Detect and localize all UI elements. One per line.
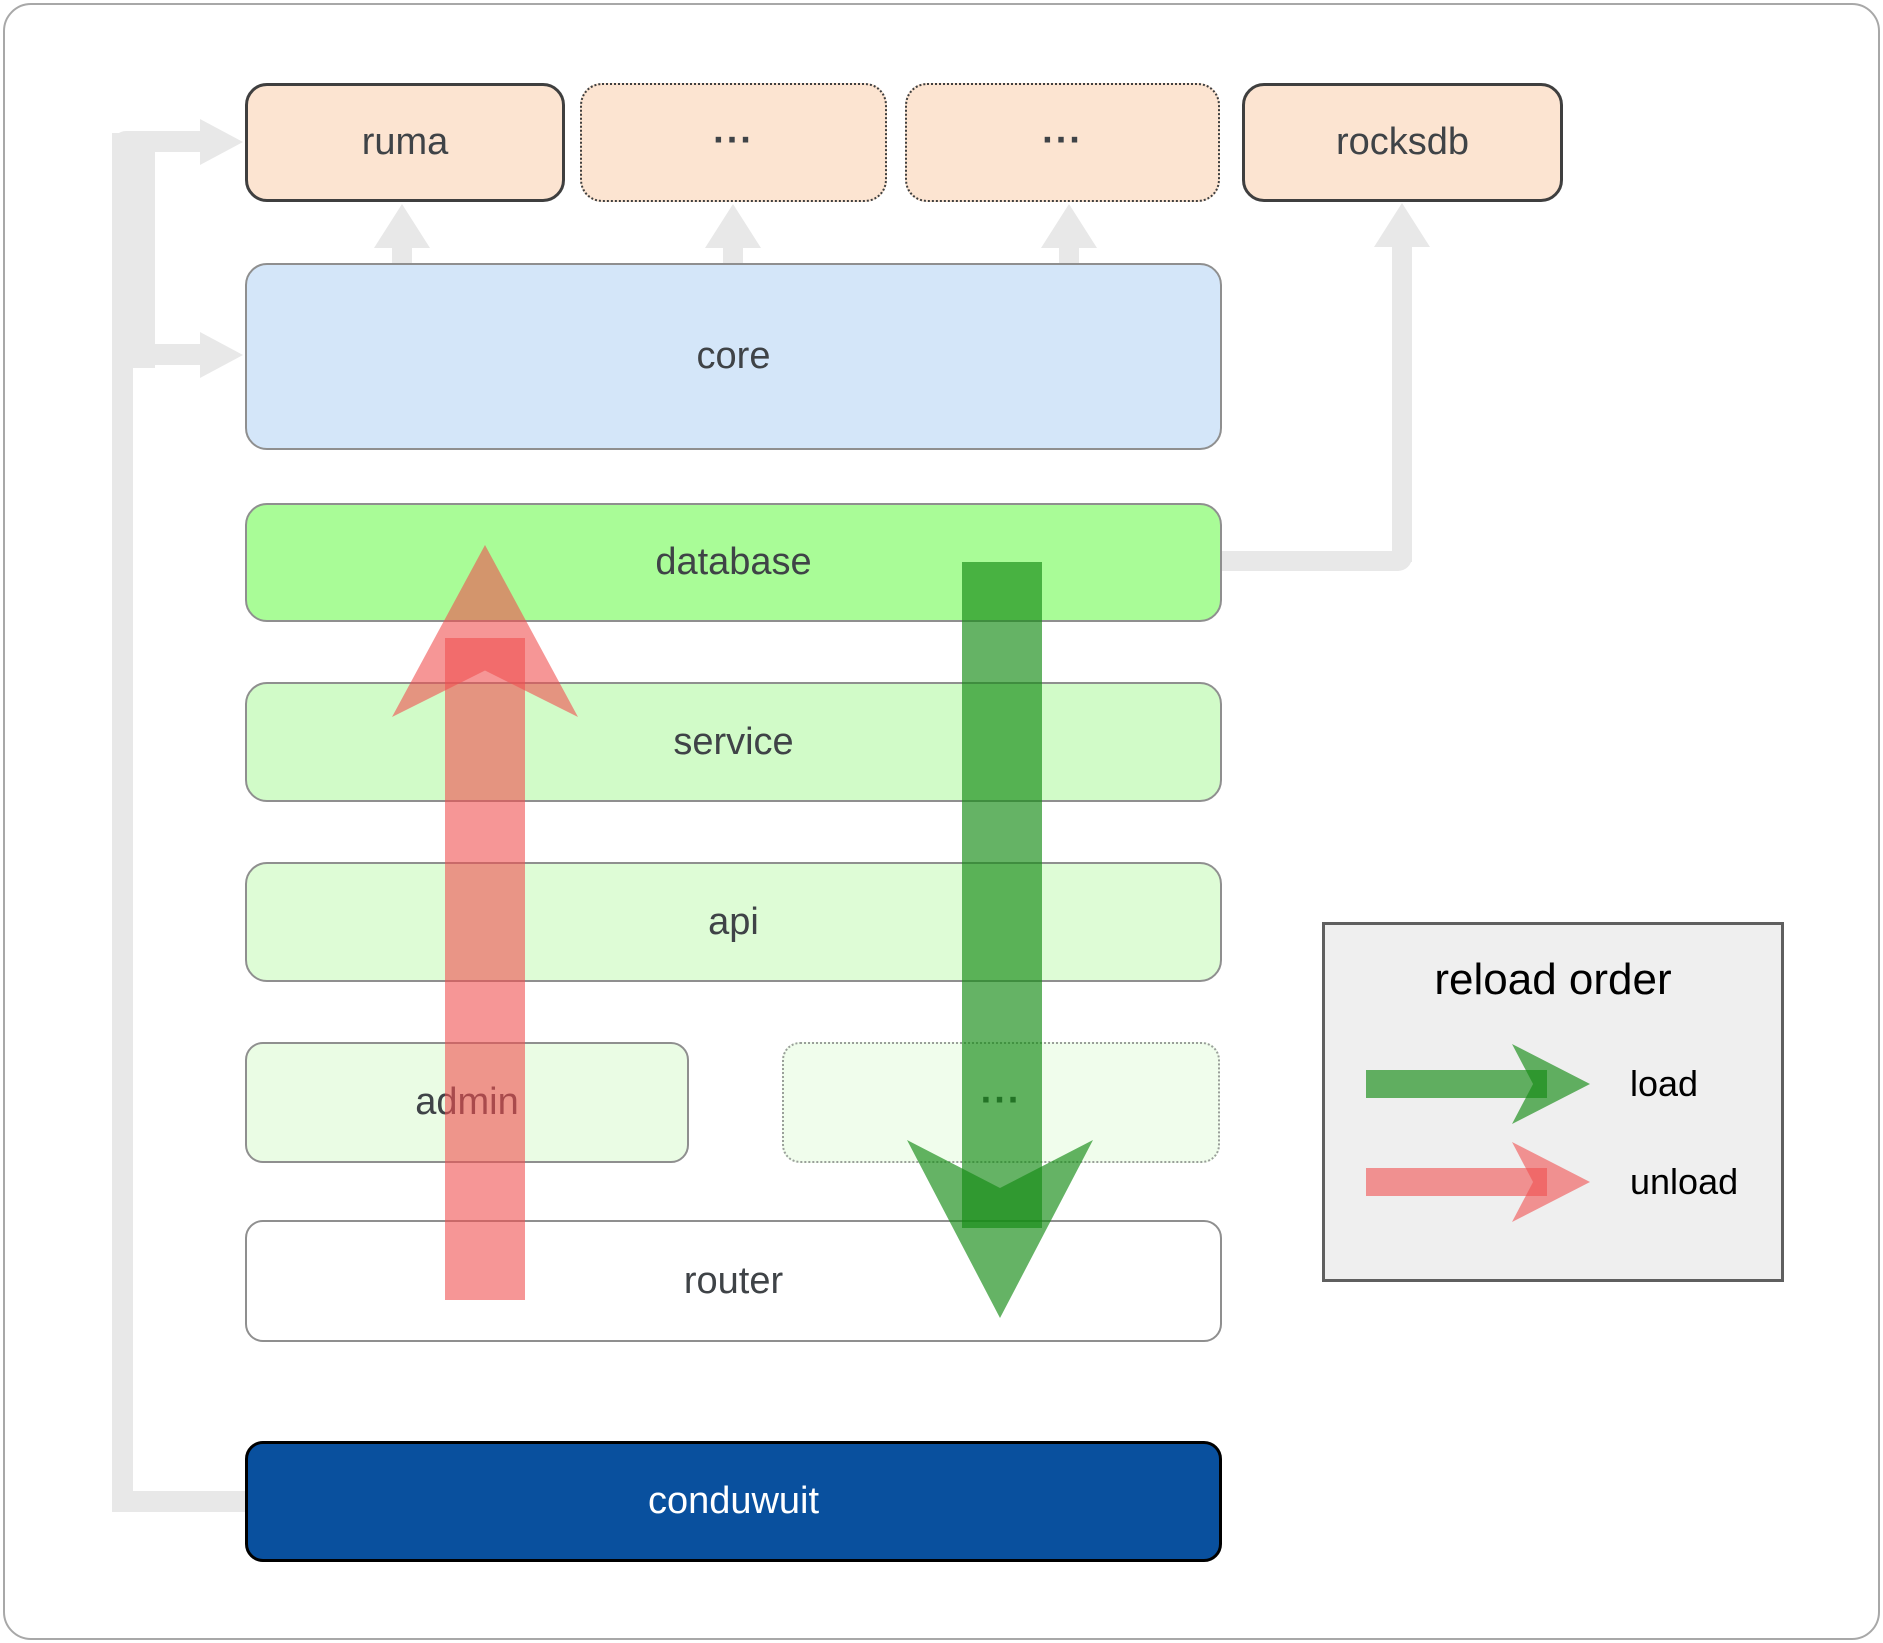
unload-arrow-shaft [445, 638, 525, 1300]
edge-ruma-arm [112, 131, 201, 152]
node-ruma-label: ruma [361, 121, 449, 163]
edge-database-bar [1222, 551, 1412, 571]
node-api: api [245, 862, 1222, 982]
edge-conduwuit-bottom-bar [112, 1491, 245, 1512]
node-router-label: router [683, 1259, 784, 1302]
edge-inner-vertical [133, 142, 155, 368]
edge-core-to-ellipsis2 [1059, 244, 1079, 264]
node-core-label: core [696, 335, 771, 377]
node-ellipsis-top-2: ... [905, 83, 1220, 202]
node-ellipsis-top-1-label: ... [713, 109, 754, 152]
outer-frame [3, 3, 1880, 1640]
node-ruma: ruma [245, 83, 565, 202]
node-router: router [245, 1220, 1222, 1342]
edge-core-arm [133, 344, 200, 365]
node-conduwuit-label: conduwuit [647, 1480, 820, 1522]
node-conduwuit: conduwuit [245, 1441, 1222, 1562]
node-service-label: service [673, 720, 794, 763]
node-ellipsis-top-2-label: ... [1042, 109, 1083, 152]
edge-rocksdb-vertical [1392, 242, 1412, 562]
legend-title: reload order [1434, 955, 1672, 1004]
edge-core-to-ruma [392, 244, 412, 264]
legend-load-label: load [1630, 1063, 1699, 1104]
node-rocksdb-label: rocksdb [1335, 121, 1470, 163]
load-arrow-shaft [962, 562, 1042, 1228]
edge-core-to-ellipsis1 [723, 244, 743, 264]
edge-left-vertical [112, 133, 133, 1512]
legend-unload-arrow-shaft [1366, 1168, 1547, 1196]
node-rocksdb: rocksdb [1242, 83, 1563, 202]
node-database: database [245, 503, 1222, 622]
legend-load-arrow-shaft [1366, 1070, 1547, 1098]
node-database-label: database [655, 541, 812, 583]
node-service: service [245, 682, 1222, 802]
node-ellipsis-top-1: ... [580, 83, 887, 202]
node-api-label: api [708, 900, 759, 943]
legend-unload-label: unload [1630, 1161, 1739, 1202]
node-core: core [245, 263, 1222, 450]
legend: reload order load unload [1322, 922, 1784, 1282]
